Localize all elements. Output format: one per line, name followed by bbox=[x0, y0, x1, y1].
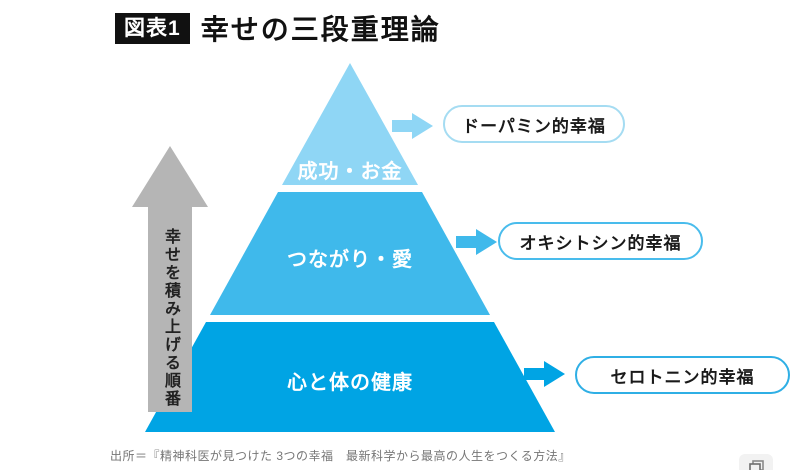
dopamine-happiness-label: ドーパミン的幸福 bbox=[462, 116, 606, 136]
serotonin-happiness-label: セロトニン的幸福 bbox=[610, 367, 755, 387]
up-arrow-icon bbox=[132, 146, 208, 412]
figure-number-badge: 図表1 bbox=[115, 12, 190, 44]
pyramid-tier-top bbox=[282, 63, 418, 185]
oxytocin-happiness-label: オキシトシン的幸福 bbox=[519, 233, 682, 253]
right-arrow-icon-bottom bbox=[524, 361, 565, 387]
pyramid-tier-middle bbox=[210, 192, 490, 315]
page-title: 幸せの三段重理論 bbox=[200, 14, 441, 45]
right-arrow-icon-top bbox=[392, 113, 433, 139]
copy-image-icon bbox=[748, 460, 764, 470]
tier-label-success-money: 成功・お金 bbox=[297, 161, 403, 183]
pyramid-tier-bottom bbox=[145, 322, 555, 432]
oxytocin-happiness-pill: オキシトシン的幸福 bbox=[498, 222, 703, 260]
serotonin-happiness-pill: セロトニン的幸福 bbox=[575, 356, 790, 394]
right-arrow-icon-middle bbox=[456, 229, 497, 255]
stacking-order-caption: 幸せを積み上げる順番 bbox=[162, 228, 179, 408]
tier-label-connection-love: つながり・愛 bbox=[287, 249, 413, 271]
corner-overlay-button[interactable] bbox=[739, 454, 773, 470]
figure-header: 図表1 幸せの三段重理論 bbox=[115, 8, 441, 48]
dopamine-happiness-pill: ドーパミン的幸福 bbox=[443, 105, 625, 143]
tier-label-mind-body-health: 心と体の健康 bbox=[287, 372, 413, 394]
source-credit: 出所＝『精神科医が見つけた 3つの幸福 最新科学から最高の人生をつくる方法』 bbox=[110, 449, 571, 463]
